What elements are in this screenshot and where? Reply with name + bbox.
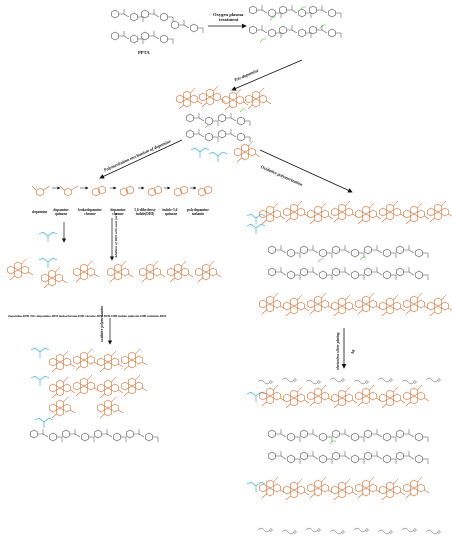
dihydroxyindole-label: 5,6-dihydroxy indole(DHI) (134, 208, 156, 216)
silver-plated-network-icon (246, 377, 441, 535)
dopamine-mechanism-sequence-icon (31, 185, 212, 197)
ppta-chain-icon (112, 9, 204, 44)
tris-small-icon (38, 231, 58, 243)
dopamine-label: dopamine (32, 210, 48, 214)
dopamine-quinone-label: dopamine quinone (53, 208, 69, 216)
indole-quinone-label: indole-5,6 -quinone (162, 208, 180, 216)
dhi-adducts-label: dopamine-DHI Tris-dopamine-DHI leukochro… (8, 314, 166, 318)
ppta-label: PPTA (138, 50, 150, 55)
tris-dopamine-structure-icon (177, 86, 272, 163)
dopamine-chrome-label: dopamine chrome (110, 208, 126, 216)
pda-network-right-icon (246, 201, 452, 316)
ag-label: Ag (351, 349, 355, 354)
oxidative-arrow (259, 149, 353, 193)
electroless-silver-label: electroless silver plating (336, 332, 340, 370)
polydopamine-melanin-label: polydopamine melanin (187, 208, 209, 216)
polydopamine-network-icon (31, 347, 159, 442)
treatment-label: treatment (219, 17, 239, 22)
plasma-treated-chain-icon (250, 5, 342, 43)
tris-arrow (231, 59, 303, 91)
mechanism-arrow (99, 139, 183, 179)
oxygen-plasma-label: Oxygen plasma (213, 12, 244, 17)
oxidative-polymerization-label-2: oxidative polymerization (100, 305, 104, 342)
addition-dhi-label: Addition of DHI with each parts (114, 212, 118, 258)
leukodopamine-chrome-label: leukodopamine chrome (78, 208, 102, 216)
dhi-adduct-row-icon (8, 257, 222, 288)
